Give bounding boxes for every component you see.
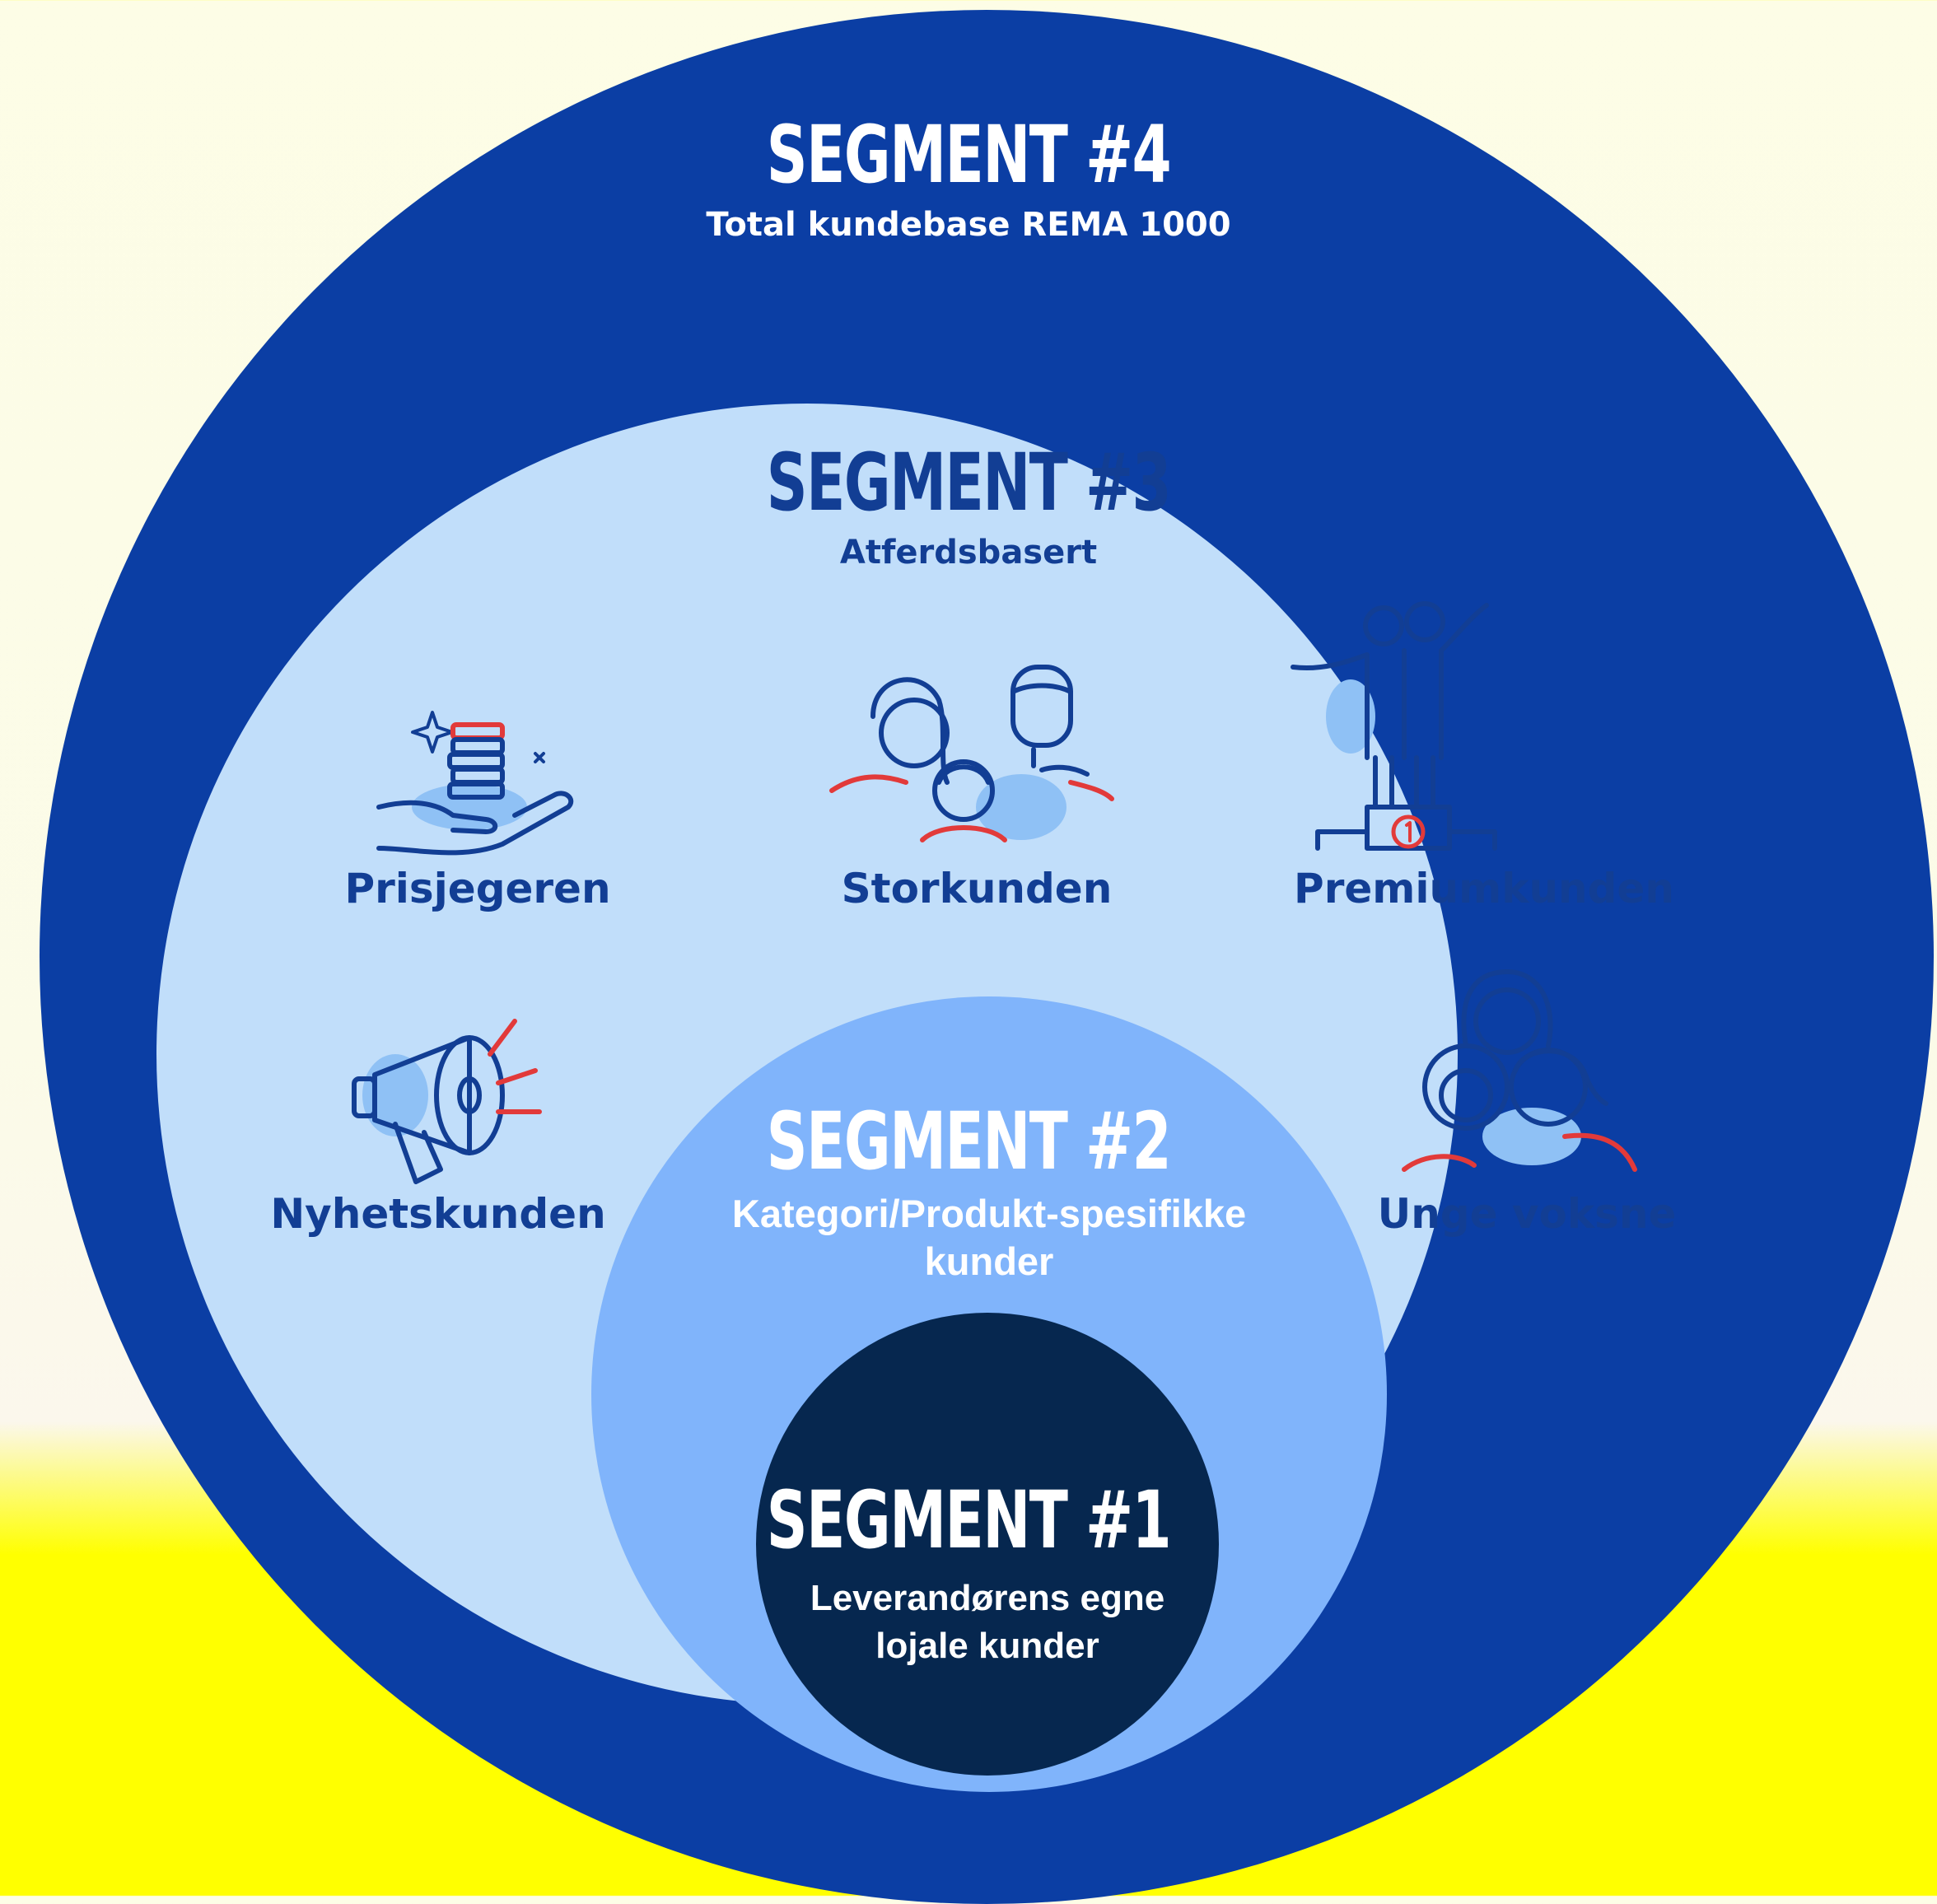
segment-4-subtitle: Total kundebase REMA 1000 xyxy=(706,206,1231,244)
group-label-prisjegeren: Prisjegeren xyxy=(344,865,611,912)
group-label-storkunden: Storkunden xyxy=(841,865,1113,912)
group-label-nyhetskunden: Nyhetskunden xyxy=(270,1190,606,1238)
segment-1-title: SEGMENT #1 xyxy=(766,1474,1172,1566)
podium-winners-icon xyxy=(1291,601,1497,851)
segment-2-subtitle-line1: Kategori/Produkt-spesifikke xyxy=(731,1192,1247,1235)
group-label-unge-voksne: Unge voksne xyxy=(1377,1190,1677,1238)
segment-4-title: SEGMENT #4 xyxy=(766,109,1172,201)
segment-1-subtitle-line1: Leverandørens egne xyxy=(810,1578,1165,1618)
megaphone-icon xyxy=(352,1019,542,1184)
segment-1-circle xyxy=(756,1313,1219,1776)
segment-1-subtitle-line2: lojale kunder xyxy=(875,1626,1099,1666)
segment-2-title: SEGMENT #2 xyxy=(766,1095,1172,1188)
young-adults-icon xyxy=(1402,969,1637,1172)
group-label-premiumkunden: Premiumkunden xyxy=(1294,865,1674,912)
segment-2-subtitle-line2: kunder xyxy=(924,1239,1054,1283)
coins-in-hand-icon xyxy=(376,711,574,856)
segment-3-title: SEGMENT #3 xyxy=(766,436,1172,529)
segment-3-subtitle: Atferdsbasert xyxy=(839,534,1098,572)
family-icon xyxy=(829,665,1114,842)
